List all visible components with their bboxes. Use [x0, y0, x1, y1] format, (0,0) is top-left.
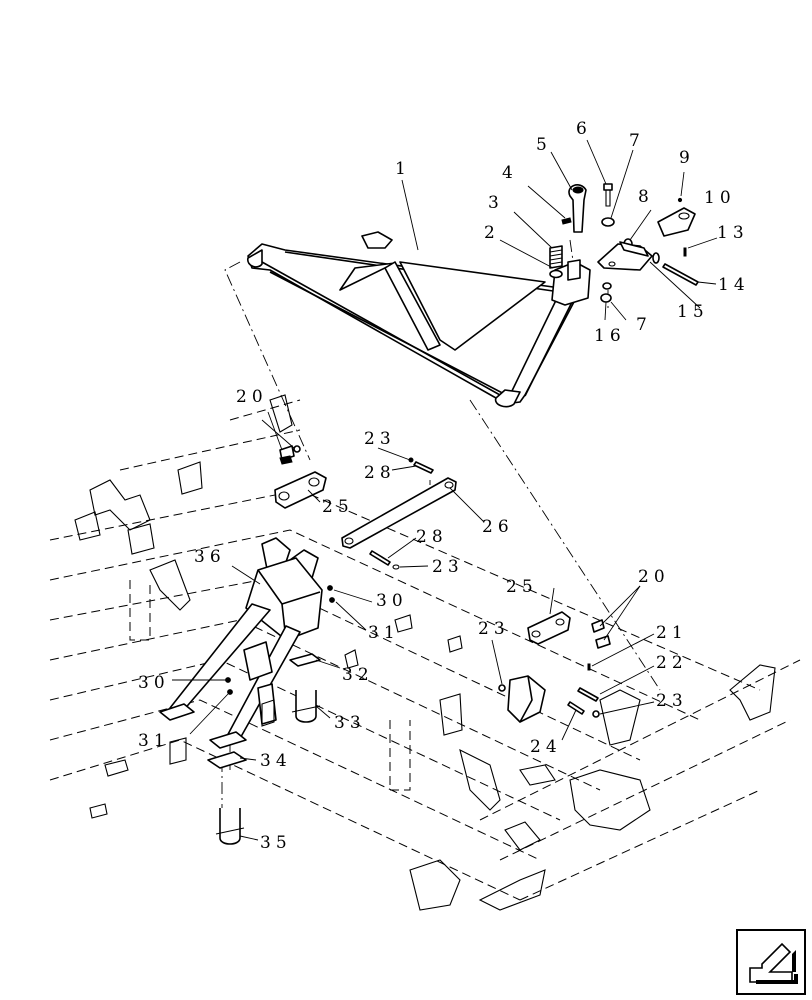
callout-23-upper: 23	[364, 429, 396, 449]
callout-14: 14	[718, 275, 750, 295]
spring-pin-part-13	[683, 247, 687, 257]
plate-part-34	[207, 751, 247, 769]
callout-28-upper: 28	[364, 463, 396, 483]
callout-23-lower-right: 23	[656, 691, 688, 711]
hitch-frame-part-1	[247, 231, 591, 408]
u-bolt-part-35	[219, 808, 241, 845]
callout-34: 34	[260, 751, 292, 771]
leader-lines	[172, 139, 718, 841]
callout-28-lower: 28	[416, 527, 448, 547]
callout-7-lower: 7	[636, 315, 652, 335]
callout-3: 3	[488, 193, 504, 213]
callout-23-lower-left: 23	[478, 619, 510, 639]
tower-assembly	[159, 537, 335, 845]
washer-part-2	[549, 269, 563, 279]
callout-24: 24	[530, 737, 562, 757]
callout-16: 16	[594, 326, 626, 346]
foot-plate-right	[209, 731, 247, 749]
callout-20-lower: 20	[638, 567, 670, 587]
callout-31-upper: 31	[368, 623, 400, 643]
foot-plate-left	[159, 703, 195, 721]
callout-8: 8	[638, 187, 654, 207]
nut-part-16	[600, 293, 612, 303]
pin-part-9	[677, 197, 683, 203]
callout-1: 1	[395, 159, 411, 179]
hitch-hardware	[549, 183, 699, 303]
callout-25-lower: 25	[506, 577, 538, 597]
pin-part-28-upper	[413, 461, 434, 474]
callout-21: 21	[656, 623, 688, 643]
callout-36: 36	[194, 547, 226, 567]
callout-20-upper: 20	[236, 387, 268, 407]
pin-part-22	[577, 687, 599, 702]
hitch-pin-part-5	[568, 184, 587, 233]
callout-25-upper: 25	[322, 497, 354, 517]
plate-part-32	[289, 653, 321, 667]
spring-part-3	[549, 245, 563, 269]
callout-4: 4	[502, 163, 518, 183]
callout-2: 2	[484, 223, 500, 243]
nut-part-7	[601, 217, 615, 227]
callout-31-lower: 31	[138, 731, 170, 751]
callout-10: 10	[704, 188, 736, 208]
callout-30-upper: 30	[376, 591, 408, 611]
callout-32: 32	[342, 665, 374, 685]
callout-33: 33	[334, 713, 366, 733]
pin-part-4	[561, 217, 572, 225]
callout-26: 26	[482, 517, 514, 537]
u-bolt-part-33	[295, 690, 317, 723]
callout-13: 13	[717, 223, 749, 243]
pin-part-24	[567, 701, 585, 715]
link-part-25-upper	[274, 471, 327, 509]
callout-9: 9	[679, 148, 695, 168]
link-assemblies	[274, 445, 611, 723]
callout-22: 22	[656, 653, 688, 673]
callout-15: 15	[677, 302, 709, 322]
callout-5: 5	[536, 135, 552, 155]
bar-part-26	[341, 477, 457, 549]
block-part-10	[657, 207, 696, 237]
callout-6: 6	[576, 119, 592, 139]
pin-part-28-lower	[369, 550, 391, 566]
callout-7-upper: 7	[629, 131, 645, 151]
callout-30-lower: 30	[138, 673, 170, 693]
previous-page-arrow-icon[interactable]	[736, 929, 806, 995]
callout-35: 35	[260, 833, 292, 853]
callout-23-middle: 23	[432, 557, 464, 577]
long-pin-part-14	[662, 263, 699, 286]
bolt-part-6	[603, 183, 613, 191]
callout-labels: 1 2 3 4 5 6 7 8 9 10 13 14 15 16 7 20 23…	[138, 119, 750, 853]
link-part-25-lower	[527, 611, 571, 645]
